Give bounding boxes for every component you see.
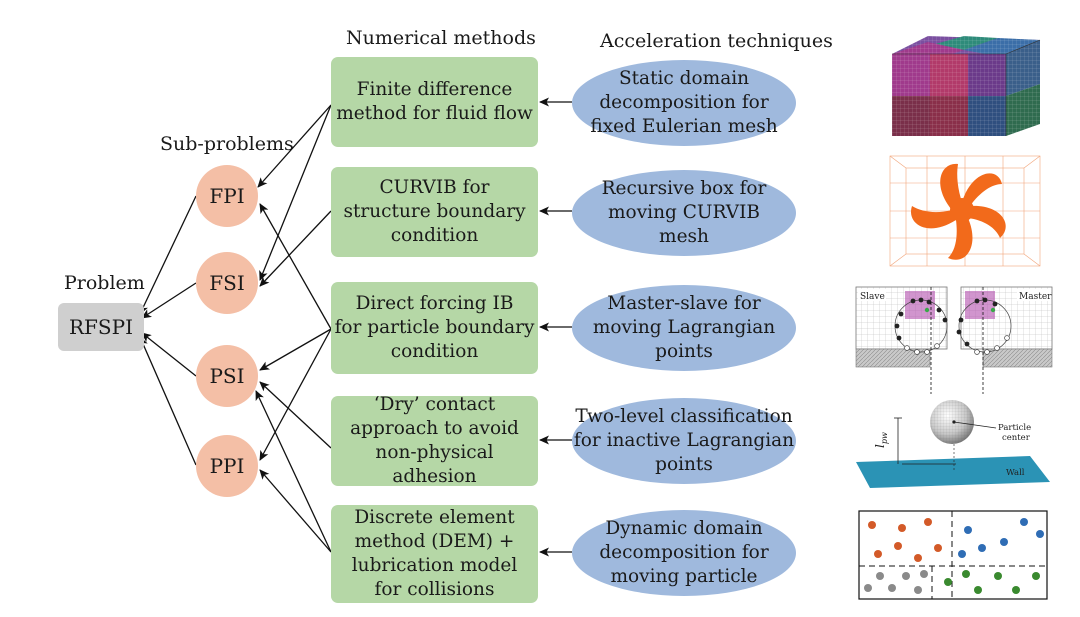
arrow-m1-to-fpi [257,104,332,188]
subproblem-psi: PSI [196,345,258,407]
slave-label: Slave [860,292,885,302]
rotor-recursive-box-illustration [889,155,1041,267]
master-label: Master [1019,292,1052,302]
arrow-m1-to-fsi [259,104,332,281]
arrow-psi-to-rfspi [141,332,197,377]
subproblem-ppi: PPI [196,435,258,497]
arrow-ppi-to-rfspi [139,336,197,466]
mesh-block-illustration [892,36,1044,136]
arrow-fsi-to-rfspi [141,282,197,319]
technique-label: Dynamic domain decomposition for moving … [599,518,769,587]
method-label: Discrete element method (DEM) + lubricat… [351,507,518,600]
technique-static-domain-decomposition: Static domain decomposition for fixed Eu… [572,60,796,146]
problem-label: RFSPI [69,315,133,339]
technique-dynamic-domain-decomposition: Dynamic domain decomposition for moving … [572,510,796,596]
arrow-fpi-to-rfspi [139,195,197,315]
subproblem-label: FPI [209,184,245,208]
header-numerical-methods: Numerical methods [346,27,536,49]
particle-center-label-line2: center [1002,433,1031,443]
header-acceleration-techniques: Acceleration techniques [600,30,833,52]
particle-wall-contact-illustration: lpw Particle center Wall [856,400,1050,488]
method-curvib: CURVIB for structure boundary condition [331,167,538,257]
method-finite-difference: Finite difference method for fluid flow [331,57,538,147]
method-label: Finite difference method for fluid flow [336,79,533,124]
method-dry-contact: ‘Dry’ contact approach to avoid non-phys… [331,394,538,487]
particle-domain-decomposition-illustration [858,510,1048,600]
technique-label: Master-slave for moving Lagrangian point… [592,293,776,362]
subproblem-label: PPI [209,454,245,478]
svg-text:lpw: lpw [873,432,889,448]
header-problem: Problem [64,272,145,294]
master-slave-illustration: Slave Master [855,286,1053,394]
technique-label: Recursive box for moving CURVIB mesh [601,178,767,247]
particle-center-label-line1: Particle [998,423,1031,433]
arrow-m5-to-psi [255,390,332,553]
header-subproblems: Sub-problems [160,133,294,155]
subproblem-fpi: FPI [196,165,258,227]
technique-label: Static domain decomposition for fixed Eu… [590,68,778,137]
arrow-m3-to-fpi [259,203,332,330]
subproblem-fsi: FSI [196,252,258,314]
method-label: CURVIB for structure boundary condition [343,177,526,246]
arrow-m5-to-ppi [259,469,332,553]
arrow-m4-to-psi [259,381,332,449]
subproblem-label: FSI [209,271,245,295]
technique-master-slave: Master-slave for moving Lagrangian point… [572,285,796,371]
distance-symbol: l [873,444,887,448]
method-dem-lubrication: Discrete element method (DEM) + lubricat… [331,505,538,603]
problem-rfspi: RFSPI [58,303,144,351]
arrow-m2-to-fsi [259,210,332,287]
distance-subscript: pw [880,432,889,444]
subproblem-label: PSI [209,364,245,388]
technique-two-level-classification: Two-level classification for inactive La… [572,398,796,484]
technique-recursive-box: Recursive box for moving CURVIB mesh [572,170,796,256]
arrow-m3-to-psi [259,328,332,371]
method-direct-forcing-ib: Direct forcing IB for particle boundary … [331,282,538,374]
wall-label: Wall [1006,468,1025,478]
method-label: ‘Dry’ contact approach to avoid non-phys… [350,394,519,487]
technique-label: Two-level classification for inactive La… [573,406,795,475]
method-label: Direct forcing IB for particle boundary … [334,293,535,362]
arrow-m3-to-ppi [259,328,332,461]
